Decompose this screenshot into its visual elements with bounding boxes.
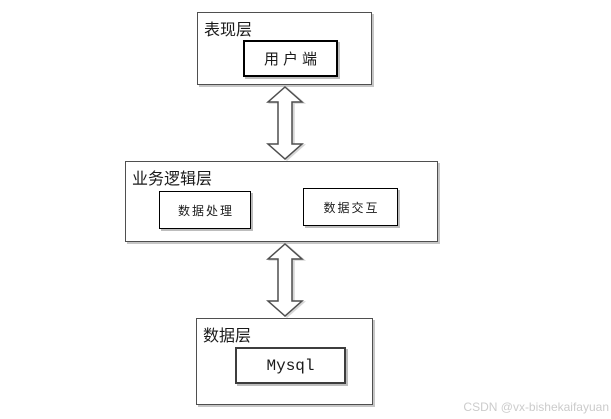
layer-box-data: 数据层 Mysql xyxy=(196,318,373,405)
layer-label-presentation: 表现层 xyxy=(204,22,253,39)
layer-label-data: 数据层 xyxy=(203,328,252,345)
node-mysql: Mysql xyxy=(235,347,346,384)
watermark: CSDN @vx-bishekaifayuan xyxy=(463,400,609,414)
layer-box-presentation: 表现层 用户端 xyxy=(197,12,372,85)
node-client-label: 用户端 xyxy=(263,52,321,68)
double-arrow-icon-presentation-business xyxy=(266,86,304,160)
node-data-processing: 数据处理 xyxy=(159,191,251,229)
node-data-interaction-label: 数据交互 xyxy=(323,200,380,215)
node-data-processing-label: 数据处理 xyxy=(177,203,234,218)
node-mysql-label: Mysql xyxy=(266,356,315,375)
layer-label-business-logic: 业务逻辑层 xyxy=(132,171,213,188)
double-arrow-icon-business-data xyxy=(266,243,304,317)
node-data-interaction: 数据交互 xyxy=(303,188,398,226)
layer-box-business-logic: 业务逻辑层 数据处理 数据交互 xyxy=(125,161,438,242)
node-client: 用户端 xyxy=(243,40,338,77)
